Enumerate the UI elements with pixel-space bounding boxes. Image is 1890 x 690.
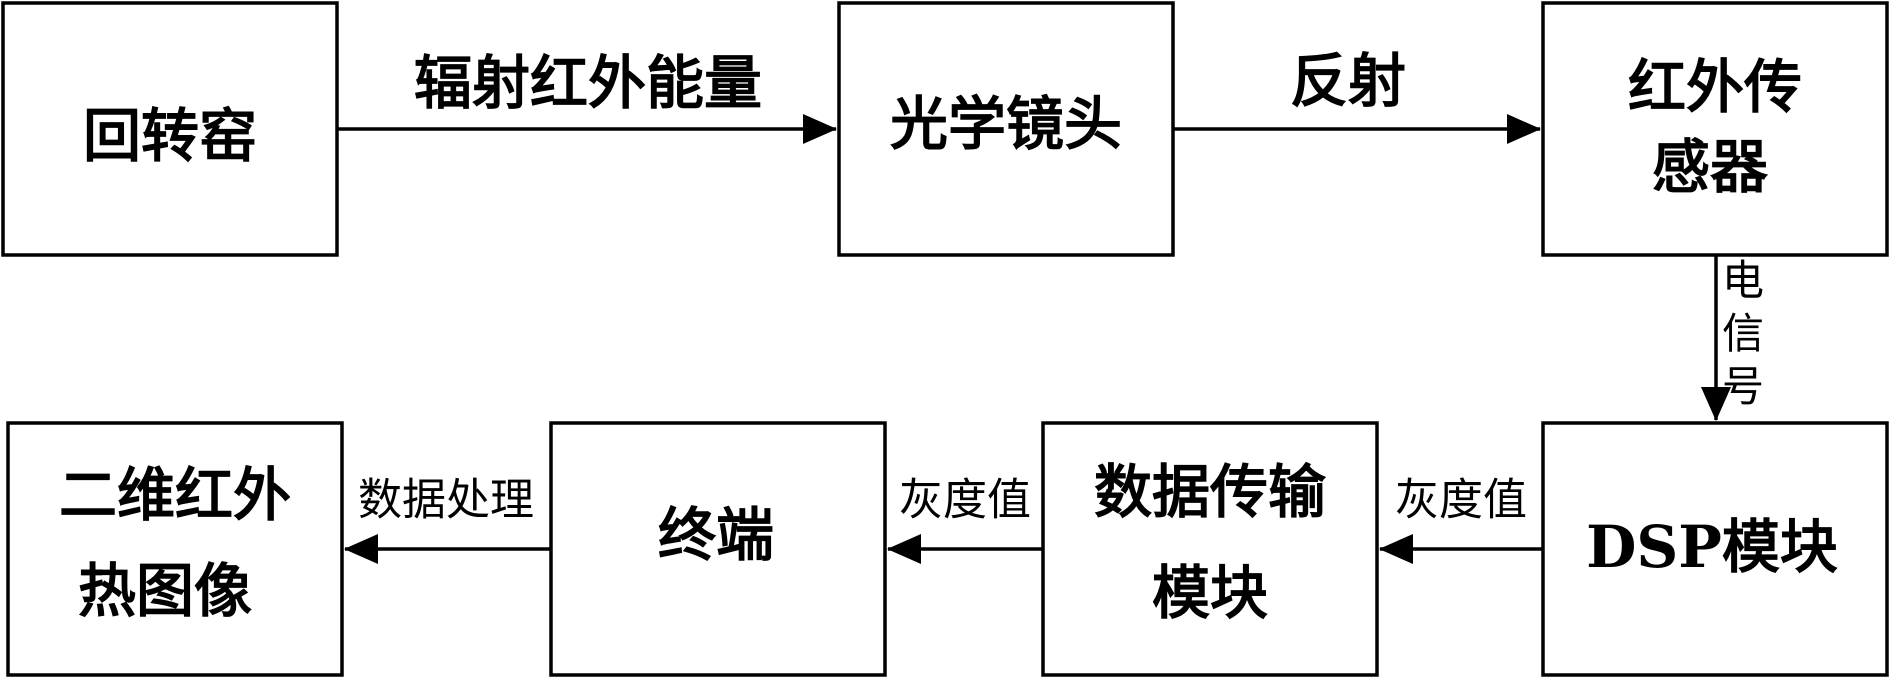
box-ir-sensor-label-line2: 感器 bbox=[1652, 133, 1769, 201]
box-ir-sensor: 红外传 感器 bbox=[1541, 1, 1889, 257]
box-optical-lens: 光学镜头 bbox=[837, 1, 1175, 257]
box-data-transmission-label-line1: 数据传输 bbox=[1094, 458, 1327, 526]
edge-label-gray-value-1: 灰度值 bbox=[1395, 475, 1527, 526]
edge-label-electric-signal-char1: 电 bbox=[1722, 256, 1764, 305]
edge-label-electric-signal-char3: 号 bbox=[1722, 362, 1764, 411]
box-thermal-image: 二维红外 热图像 bbox=[6, 421, 344, 677]
arrow-terminal-to-image: 数据处理 bbox=[344, 475, 551, 564]
box-data-transmission-label-line2: 模块 bbox=[1152, 559, 1268, 627]
edge-label-reflection: 反射 bbox=[1290, 47, 1406, 115]
arrow-lens-to-sensor: 反射 bbox=[1173, 47, 1541, 144]
arrow-dsp-to-transmission: 灰度值 bbox=[1379, 475, 1543, 564]
box-terminal: 终端 bbox=[549, 421, 887, 677]
box-optical-lens-label: 光学镜头 bbox=[890, 90, 1122, 158]
edge-label-data-processing: 数据处理 bbox=[358, 475, 534, 526]
box-kiln-label: 回转窑 bbox=[83, 102, 257, 170]
arrow-sensor-to-dsp: 电 信 号 bbox=[1701, 255, 1800, 424]
box-ir-sensor-label-line1: 红外传 bbox=[1628, 53, 1802, 121]
box-kiln: 回转窑 bbox=[1, 1, 339, 257]
box-thermal-image-label-line1: 二维红外 bbox=[59, 461, 291, 529]
edge-label-radiation: 辐射红外能量 bbox=[414, 49, 762, 117]
edge-label-gray-value-2: 灰度值 bbox=[899, 475, 1031, 526]
box-data-transmission: 数据传输 模块 bbox=[1041, 421, 1379, 677]
box-dsp-module: DSP模块 bbox=[1541, 421, 1889, 677]
box-thermal-image-label-line2: 热图像 bbox=[78, 557, 252, 625]
edge-label-electric-signal-char2: 信 bbox=[1722, 309, 1764, 358]
box-dsp-module-label: DSP模块 bbox=[1586, 513, 1838, 581]
arrow-transmission-to-terminal: 灰度值 bbox=[887, 475, 1043, 564]
arrow-kiln-to-lens: 辐射红外能量 bbox=[337, 49, 837, 144]
box-terminal-label: 终端 bbox=[658, 501, 774, 569]
